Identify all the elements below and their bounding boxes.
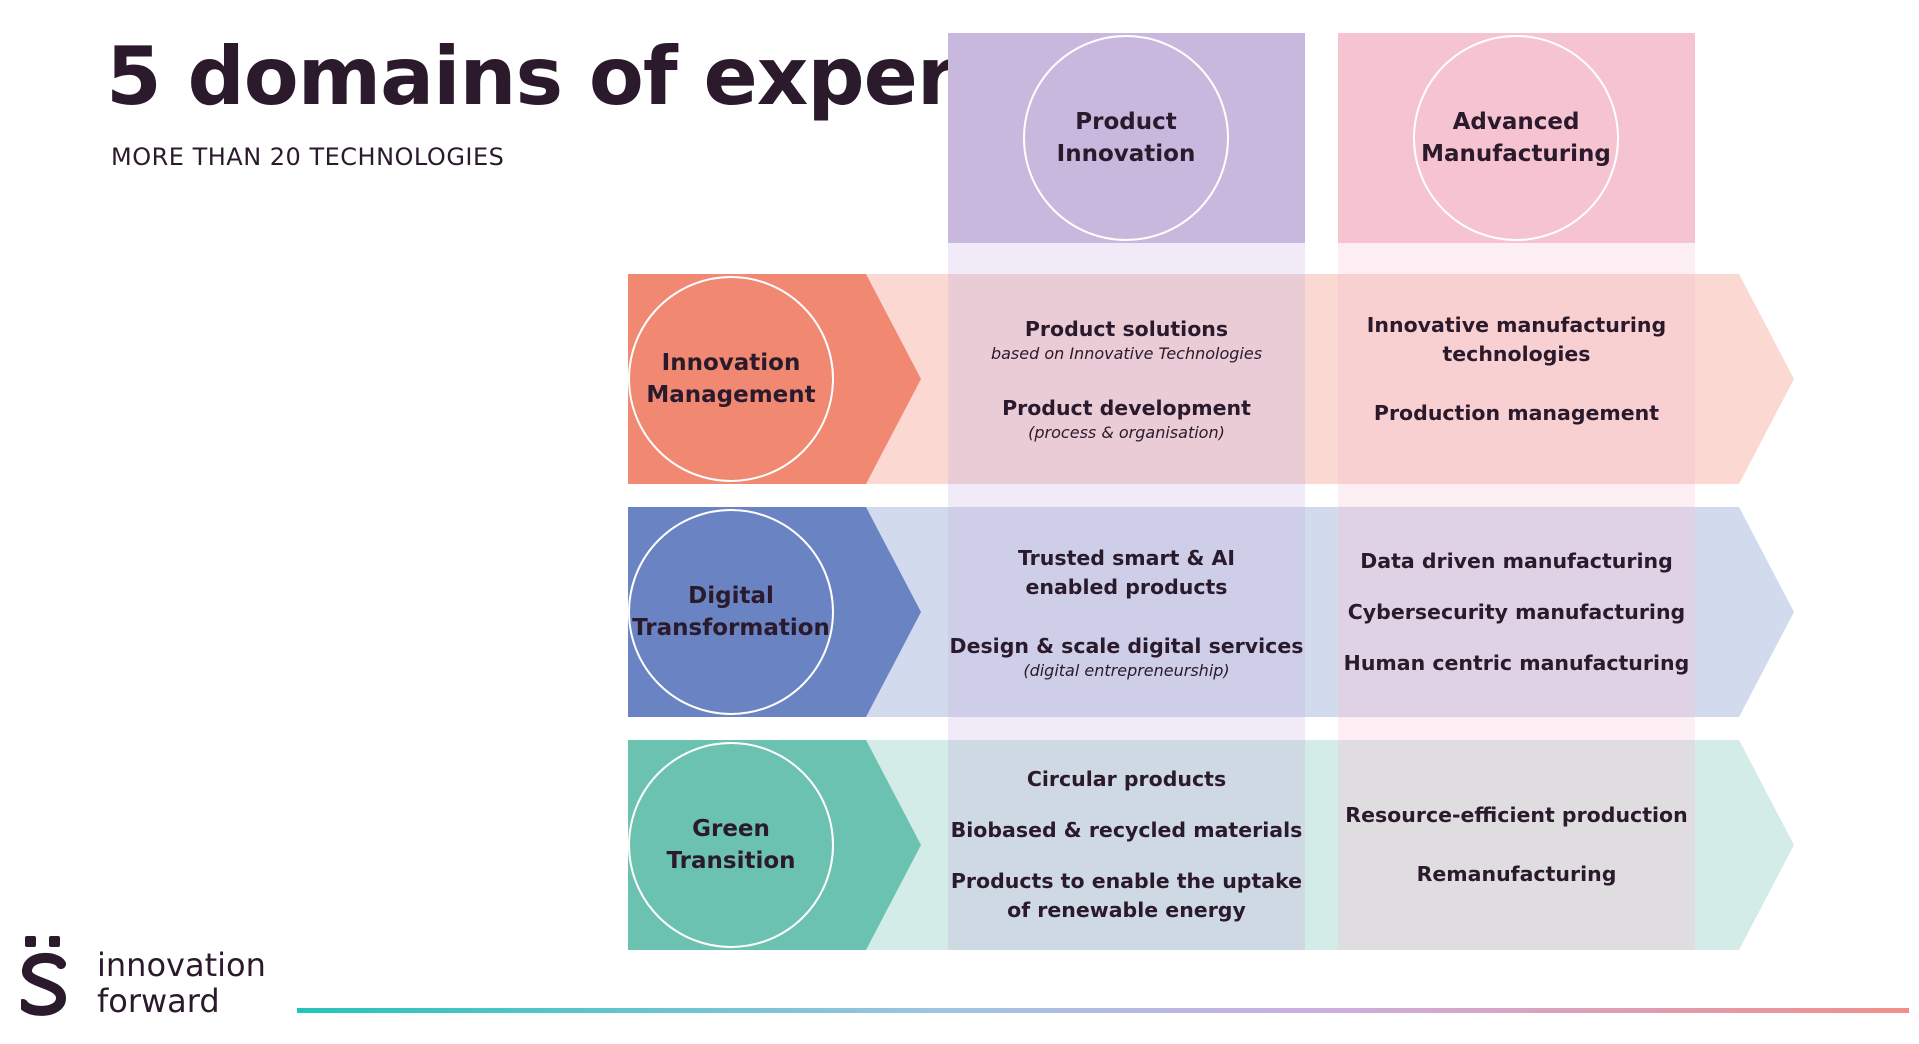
row-band-tint xyxy=(866,740,1794,950)
cell-item: Design & scale digital services xyxy=(949,633,1304,658)
cell-item: Innovative manufacturing technologies xyxy=(1366,312,1667,366)
cell-item: Human centric manufacturing xyxy=(1343,650,1690,675)
column-circle: Advanced Manufacturing xyxy=(1413,35,1619,241)
column-header-product-innovation: Product Innovation xyxy=(948,33,1305,243)
cell-innovation-management-manufacturing: Innovative manufacturing technologies Pr… xyxy=(1338,274,1695,484)
cell-overlay xyxy=(948,274,1305,484)
row-label: Digital Transformation xyxy=(632,583,830,641)
cell-item: Product solutions xyxy=(1024,317,1229,341)
cell-note: (digital entrepreneurship) xyxy=(1023,660,1230,680)
cell-item: Data driven manufacturing xyxy=(1360,548,1673,573)
cell-item: Cybersecurity manufacturing xyxy=(1347,599,1686,624)
cell-green-transition-manufacturing: Resource-efficient production Remanufact… xyxy=(1338,740,1695,950)
row-circle-digital-transformation: Digital Transformation xyxy=(628,509,834,715)
cell-overlay xyxy=(1338,274,1695,484)
cell-item: Resource-efficient production xyxy=(1345,803,1688,827)
row-circle-green-transition: Green Transition xyxy=(628,742,834,948)
row-circle-innovation-management: Innovation Management xyxy=(628,276,834,482)
row-label: Innovation Management xyxy=(646,350,816,408)
cell-item: Circular products xyxy=(1026,767,1227,791)
page-subtitle: MORE THAN 20 TECHNOLOGIES xyxy=(111,143,505,171)
cell-item: Products to enable the uptake of renewab… xyxy=(950,869,1303,922)
cell-overlay xyxy=(1338,740,1695,950)
cell-digital-transformation-manufacturing: Data driven manufacturing Cybersecurity … xyxy=(1338,507,1695,717)
column-label: Product Innovation xyxy=(1056,109,1196,167)
cell-item: Remanufacturing xyxy=(1416,862,1617,886)
cell-note: (process & organisation) xyxy=(1028,423,1225,442)
cell-item: Biobased & recycled materials xyxy=(950,818,1303,842)
cell-note: based on Innovative Technologies xyxy=(990,344,1263,363)
logo-text: innovation forward xyxy=(97,946,266,1020)
column-header-advanced-manufacturing: Advanced Manufacturing xyxy=(1338,33,1695,243)
cell-overlay xyxy=(948,740,1305,950)
cell-overlay xyxy=(1338,507,1695,717)
cell-item: Production management xyxy=(1373,400,1660,425)
row-label: Green Transition xyxy=(666,816,796,874)
cell-overlay xyxy=(948,507,1305,717)
cell-innovation-management-product: Product solutions based on Innovative Te… xyxy=(948,274,1305,484)
cell-item: Product development xyxy=(1002,396,1251,420)
cell-item: Trusted smart & AI enabled products xyxy=(1017,545,1236,599)
cell-digital-transformation-product: Trusted smart & AI enabled products Desi… xyxy=(948,507,1305,717)
column-label: Advanced Manufacturing xyxy=(1421,109,1611,167)
row-band-tint xyxy=(866,507,1794,717)
row-band-tint xyxy=(866,274,1794,484)
bottom-gradient-line xyxy=(297,1008,1909,1013)
column-circle: Product Innovation xyxy=(1023,35,1229,241)
logo-mark-icon xyxy=(21,936,67,1016)
cell-green-transition-product: Circular products Biobased & recycled ma… xyxy=(948,740,1305,950)
